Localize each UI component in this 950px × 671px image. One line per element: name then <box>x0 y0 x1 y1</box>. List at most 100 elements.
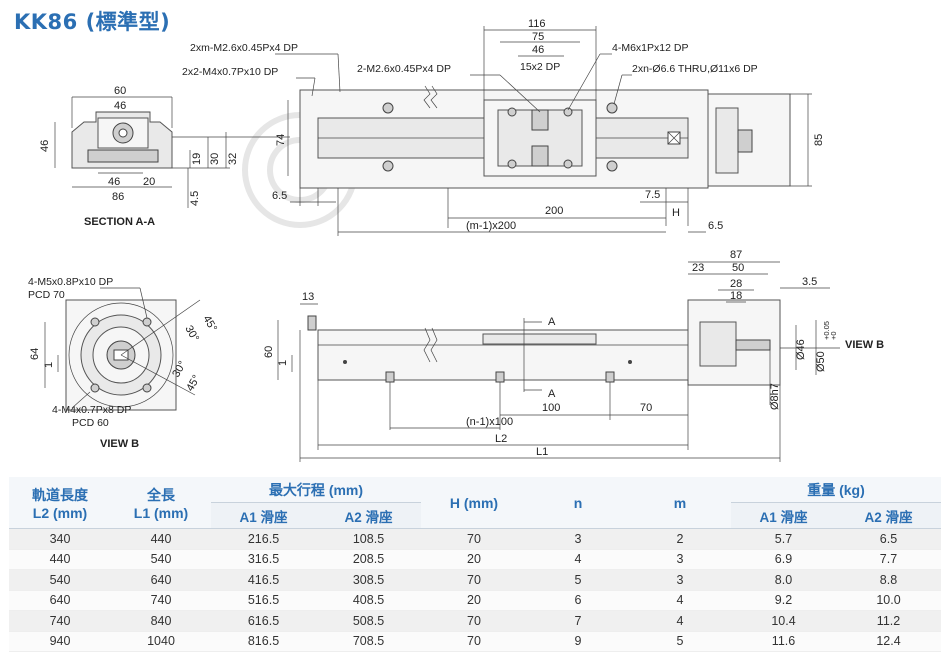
cell-l1: 640 <box>111 569 211 591</box>
cell-weight-a1: 8.0 <box>731 569 836 591</box>
cell-n: 4 <box>527 549 629 570</box>
cell-l1: 740 <box>111 590 211 611</box>
cell-n: 7 <box>527 610 629 632</box>
cell-stroke-a1: 216.5 <box>211 528 316 550</box>
dim-70: 70 <box>640 402 652 414</box>
dim-section-46-top: 46 <box>114 100 126 112</box>
cell-m: 4 <box>629 590 731 611</box>
dim-64: 64 <box>29 348 41 360</box>
cell-weight-a1: 10.4 <box>731 610 836 632</box>
dim-section-60: 60 <box>114 85 126 97</box>
dim-section-46-bottom: 46 <box>108 176 120 188</box>
cell-stroke-a1: 316.5 <box>211 549 316 570</box>
cell-stroke-a1: 516.5 <box>211 590 316 611</box>
dim-87: 87 <box>730 249 742 261</box>
dim-dia-46: Ø46 <box>795 339 807 360</box>
section-arrow-a-bottom: A <box>548 388 556 400</box>
dim-100: 100 <box>542 402 560 414</box>
cell-weight-a1: 6.9 <box>731 549 836 570</box>
cell-m: 4 <box>629 610 731 632</box>
cell-l1: 540 <box>111 549 211 570</box>
cell-l1: 1040 <box>111 631 211 652</box>
dim-section-19: 19 <box>191 153 203 165</box>
cell-l2: 540 <box>9 569 111 591</box>
header-weight: 重量 (kg) <box>731 477 941 503</box>
dim-8h7: Ø8h7 <box>769 383 781 410</box>
header-m: m <box>629 477 731 529</box>
dim-116: 116 <box>528 18 546 30</box>
dim-75: 75 <box>532 31 544 43</box>
cell-stroke-a1: 616.5 <box>211 610 316 632</box>
dim-15x2-dp: 15x2 DP <box>520 61 560 73</box>
cell-weight-a2: 12.4 <box>836 631 941 652</box>
cell-h: 20 <box>421 549 527 570</box>
cell-stroke-a1: 416.5 <box>211 569 316 591</box>
technical-drawing: 60 46 46 19 30 32 46 20 86 4.5 SECTION A… <box>28 18 884 462</box>
cell-h: 20 <box>421 590 527 611</box>
callout-4-m6: 4-M6x1Px12 DP <box>612 42 688 54</box>
cell-m: 3 <box>629 569 731 591</box>
table-row: 540 640 416.5 308.5 70 5 3 8.0 8.8 <box>9 569 941 591</box>
cell-m: 5 <box>629 631 731 652</box>
cell-m: 2 <box>629 528 731 550</box>
section-a-a: 60 46 46 19 30 32 46 20 86 4.5 SECTION A… <box>39 85 290 228</box>
dim-50: 50 <box>732 262 744 274</box>
cell-stroke-a2: 308.5 <box>316 569 421 591</box>
page-title: KK86 (標準型) <box>14 10 171 34</box>
header-l1-label: 全長 <box>147 486 175 503</box>
dim-3-5: 3.5 <box>802 276 817 288</box>
cell-h: 70 <box>421 569 527 591</box>
dim-85: 85 <box>813 134 825 146</box>
table-row: 940 1040 816.5 708.5 70 9 5 11.6 12.4 <box>9 631 941 652</box>
dim-section-46-left: 46 <box>39 140 51 152</box>
cell-weight-a1: 5.7 <box>731 528 836 550</box>
dim-74: 74 <box>275 134 287 146</box>
tol-lower: +0 <box>829 331 838 340</box>
dim-6-5-right: 6.5 <box>708 220 723 232</box>
header-n: n <box>527 477 629 529</box>
cell-weight-a2: 10.0 <box>836 590 941 611</box>
cell-weight-a2: 7.7 <box>836 549 941 570</box>
callout-2x2-m4: 2x2-M4x0.7Px10 DP <box>182 66 278 78</box>
header-stroke: 最大行程 (mm) <box>211 477 421 503</box>
header-weight-a1: A1 滑座 <box>731 502 836 529</box>
callout-2-m2-6: 2-M2.6x0.45Px4 DP <box>357 63 451 75</box>
header-l1-unit: L1 (mm) <box>133 504 189 521</box>
dim-60: 60 <box>263 346 275 358</box>
callout-2xm-m2-6: 2xm-M2.6x0.45Px4 DP <box>190 42 298 54</box>
cell-l2: 340 <box>9 528 111 550</box>
cell-stroke-a2: 208.5 <box>316 549 421 570</box>
cell-l2: 640 <box>9 590 111 611</box>
dim-200: 200 <box>545 205 563 217</box>
dim-18: 18 <box>730 290 742 302</box>
spec-table: 軌道長度 L2 (mm) 全長 L1 (mm) 最大行程 (mm) H (mm)… <box>9 477 941 652</box>
view-b-arrow-label: VIEW B <box>845 339 884 351</box>
header-stroke-a1: A1 滑座 <box>211 502 316 529</box>
dim-section-32: 32 <box>227 153 239 165</box>
table-row: 440 540 316.5 208.5 20 4 3 6.9 7.7 <box>9 549 941 570</box>
table-row: 640 740 516.5 408.5 20 6 4 9.2 10.0 <box>9 590 941 611</box>
dim-l1: L1 <box>536 446 548 458</box>
cell-h: 70 <box>421 528 527 550</box>
cell-n: 3 <box>527 528 629 550</box>
header-l2-unit: L2 (mm) <box>32 504 88 521</box>
cell-l1: 440 <box>111 528 211 550</box>
header-l2: 軌道長度 L2 (mm) <box>9 477 111 529</box>
section-label: SECTION A-A <box>84 216 155 228</box>
header-stroke-a2: A2 滑座 <box>316 502 421 529</box>
dim-1-side: 1 <box>277 360 289 366</box>
dim-28: 28 <box>730 278 742 290</box>
dim-l2: L2 <box>495 433 507 445</box>
dim-section-20: 20 <box>143 176 155 188</box>
cell-l2: 740 <box>9 610 111 632</box>
cell-l1: 840 <box>111 610 211 632</box>
dim-section-86: 86 <box>112 191 124 203</box>
dim-46: 46 <box>532 44 544 56</box>
cell-weight-a2: 11.2 <box>836 610 941 632</box>
dim-section-4-5: 4.5 <box>189 191 201 206</box>
header-h: H (mm) <box>421 477 527 529</box>
cell-m: 3 <box>629 549 731 570</box>
dim-1-viewb: 1 <box>43 362 55 368</box>
dim-7-5: 7.5 <box>645 189 660 201</box>
cell-n: 9 <box>527 631 629 652</box>
